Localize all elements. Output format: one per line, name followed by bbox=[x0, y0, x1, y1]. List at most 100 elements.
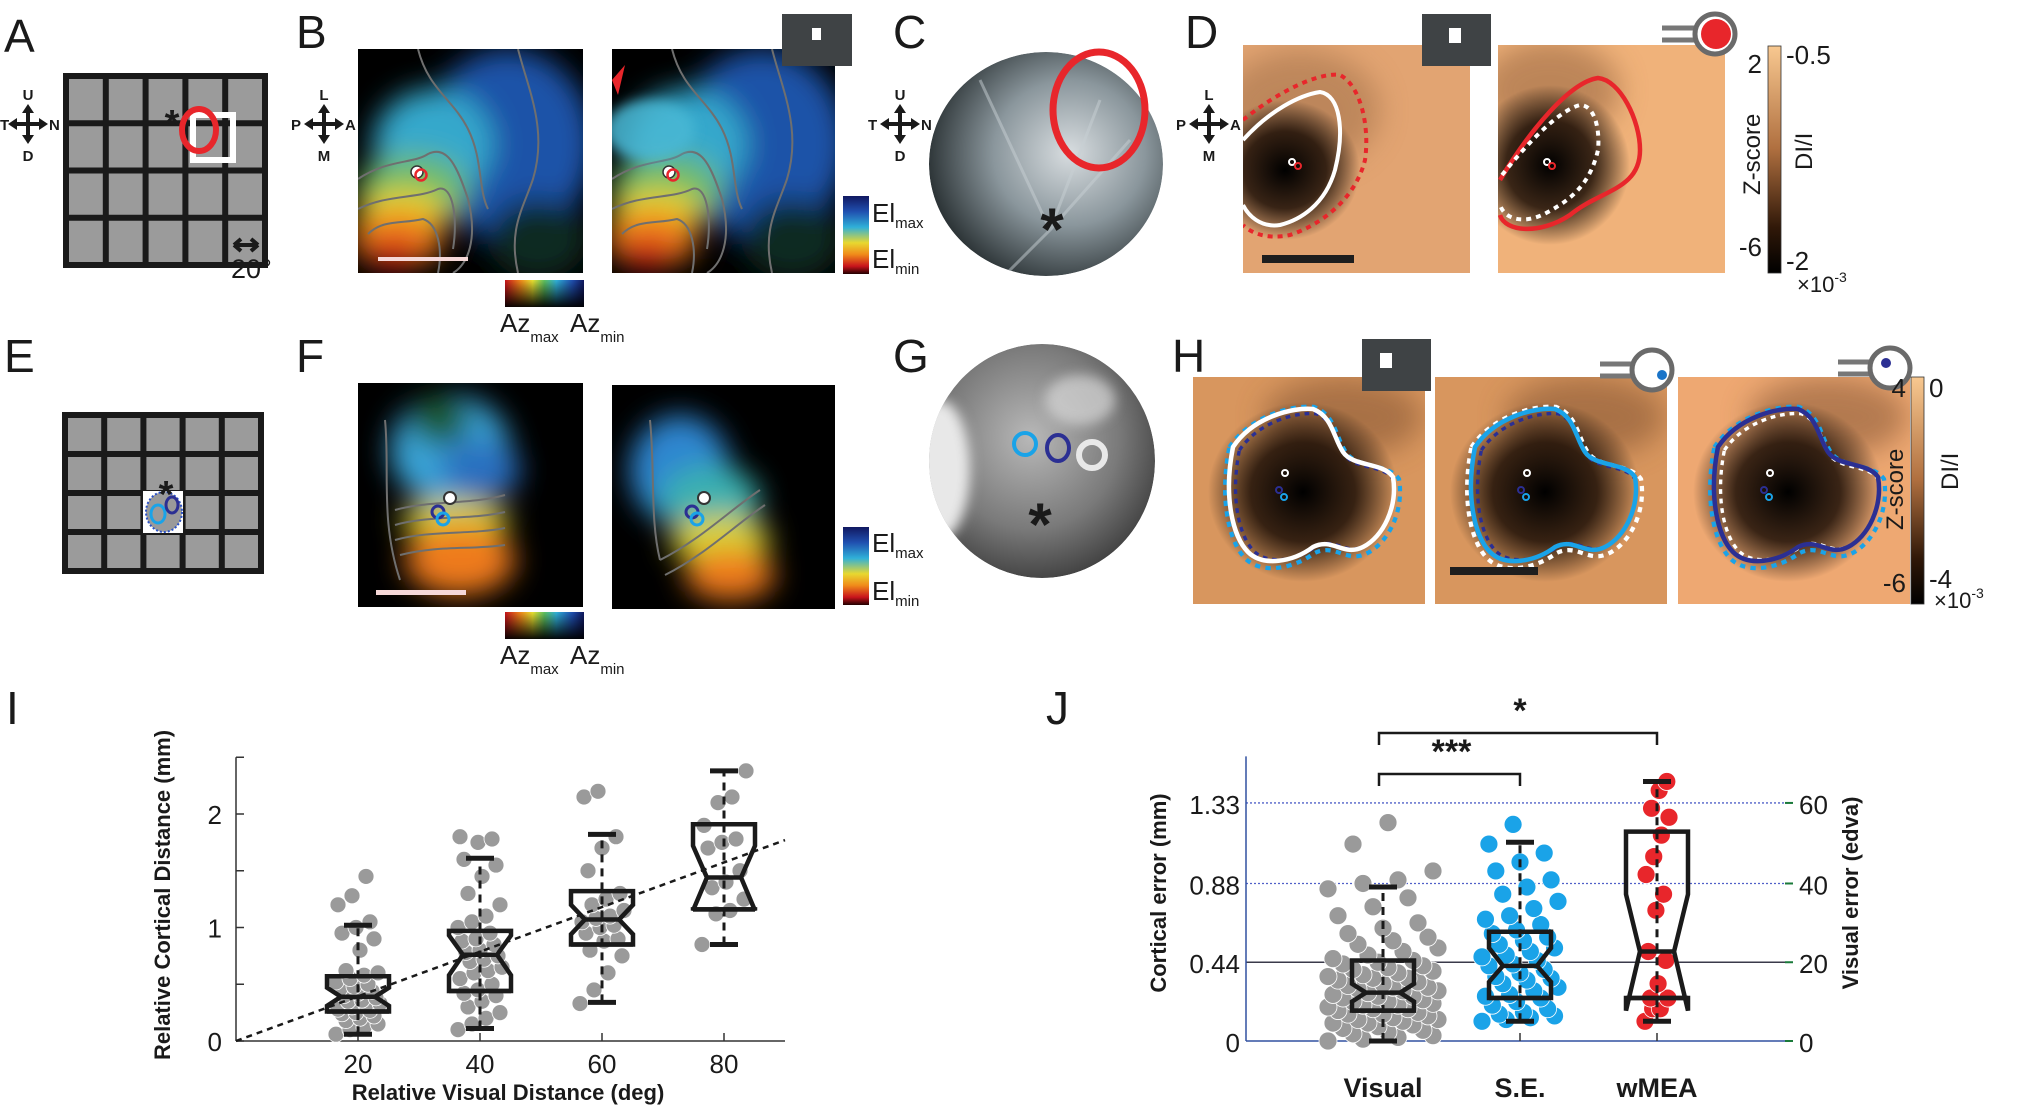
dii-bottom-tick: -4 bbox=[1929, 564, 1952, 594]
electrode-icon[interactable] bbox=[1662, 11, 1738, 57]
stimulus-icon[interactable] bbox=[1422, 14, 1491, 66]
data-point bbox=[459, 885, 477, 902]
grid-cell bbox=[148, 173, 183, 215]
y-tick-label: 0.44 bbox=[1189, 949, 1240, 979]
data-point bbox=[613, 947, 631, 965]
box bbox=[1623, 829, 1691, 1012]
compass-up-label: U bbox=[23, 87, 34, 104]
data-point bbox=[467, 930, 485, 948]
compass-right-label: A bbox=[345, 117, 356, 134]
box-group bbox=[324, 868, 392, 1043]
grid-cell bbox=[68, 418, 102, 451]
asterisk-marker: * bbox=[1028, 491, 1052, 558]
stimulus-icon[interactable] bbox=[1362, 339, 1431, 391]
grid-cell bbox=[146, 457, 180, 490]
grid-cell bbox=[228, 173, 262, 215]
map-dark-spot bbox=[1450, 402, 1640, 582]
grid-cell bbox=[185, 418, 219, 451]
data-point bbox=[1517, 877, 1537, 897]
data-point bbox=[343, 887, 361, 905]
data-point bbox=[579, 862, 597, 880]
z-bottom-tick: -6 bbox=[1883, 568, 1906, 598]
electrode-marker-dark bbox=[1517, 486, 1525, 494]
data-point bbox=[1500, 906, 1520, 926]
grid-cell bbox=[107, 418, 141, 451]
box-group-Visual bbox=[1318, 813, 1448, 1051]
panel-h: H 4 -6 0 -4 ×10-3 Z-score DI/I bbox=[1172, 330, 1984, 613]
activation-map bbox=[1435, 377, 1667, 604]
grid-cell bbox=[148, 126, 183, 168]
contour-solid bbox=[1711, 406, 1882, 564]
data-point bbox=[713, 833, 731, 851]
panel-label-b: B bbox=[296, 6, 327, 58]
svg-text:Elmax: Elmax bbox=[872, 198, 924, 232]
scale-bar bbox=[1450, 567, 1538, 575]
az-min-sub: min bbox=[600, 329, 624, 346]
visual-marker bbox=[1523, 469, 1531, 477]
electrode-icon[interactable] bbox=[1838, 345, 1913, 391]
electrode-icon[interactable] bbox=[1600, 347, 1675, 393]
asterisk-marker: * bbox=[165, 103, 180, 145]
double-arrow-icon bbox=[232, 237, 260, 253]
retinotopic-map-stimulus bbox=[612, 49, 847, 279]
panel-c: C U D T N * bbox=[868, 6, 1163, 276]
data-point bbox=[455, 984, 473, 1002]
electrode-marker bbox=[666, 168, 680, 182]
data-point bbox=[483, 830, 501, 848]
y2-tick-label: 60 bbox=[1799, 790, 1828, 820]
asterisk-marker: * bbox=[159, 474, 174, 516]
z-bottom-tick: -6 bbox=[1739, 232, 1762, 262]
contour-dashed bbox=[1223, 404, 1403, 571]
el-max-sub: max bbox=[895, 545, 924, 562]
data-point bbox=[611, 885, 629, 902]
svg-text:Elmin: Elmin bbox=[872, 576, 919, 610]
contour-visual bbox=[1243, 89, 1342, 228]
data-point bbox=[1503, 815, 1523, 834]
grid-cell bbox=[148, 220, 183, 262]
el-min-label: El bbox=[872, 244, 895, 274]
contour-visual bbox=[1498, 102, 1601, 222]
compass-up-label: L bbox=[1204, 87, 1213, 104]
data-point bbox=[1363, 897, 1383, 917]
compass-icon: L M P A bbox=[291, 87, 356, 165]
data-point bbox=[1656, 951, 1676, 970]
data-point bbox=[1654, 884, 1673, 904]
zscore-label: Z-score bbox=[1882, 449, 1909, 530]
az-max-sub: max bbox=[530, 661, 559, 678]
dii-label: DI/I bbox=[1937, 453, 1964, 490]
data-point bbox=[1343, 834, 1363, 854]
grid-cell bbox=[108, 173, 143, 215]
data-point bbox=[1353, 874, 1373, 893]
electrode-marker-dark bbox=[1275, 486, 1283, 494]
stimulus-icon[interactable] bbox=[782, 14, 852, 66]
visual-marker bbox=[1281, 469, 1289, 477]
category-label: Visual bbox=[1343, 1073, 1422, 1103]
contour-dashed bbox=[1708, 404, 1888, 571]
scale-bar bbox=[376, 590, 466, 595]
zscore-colorbar: 2 -6 -0.5 -2 ×10-3 Z-score DI/I bbox=[1739, 40, 1847, 297]
compass-down-label: D bbox=[23, 148, 34, 165]
dii-bottom-tick: -2 bbox=[1786, 246, 1809, 276]
electrode-marker-light bbox=[1280, 493, 1288, 501]
data-point bbox=[481, 924, 499, 942]
significance-label: * bbox=[1513, 692, 1527, 730]
panel-a: A U D T N * 20° bbox=[0, 10, 272, 284]
panel-label-d: D bbox=[1185, 6, 1218, 58]
data-point bbox=[1328, 906, 1348, 926]
box bbox=[324, 974, 392, 1014]
box bbox=[1486, 929, 1554, 1001]
data-point bbox=[1472, 947, 1492, 967]
data-point bbox=[727, 830, 745, 848]
contour-electrode bbox=[1243, 72, 1369, 239]
contour-dashed bbox=[1718, 411, 1881, 562]
data-point bbox=[1318, 967, 1338, 986]
fundus-image bbox=[929, 344, 1155, 578]
svg-text:×10-3: ×10-3 bbox=[1934, 585, 1984, 613]
elevation-colorbar: Elmax Elmin bbox=[843, 527, 924, 610]
data-point bbox=[1398, 888, 1418, 908]
svg-text:Azmax: Azmax bbox=[500, 308, 559, 346]
compass-right-label: N bbox=[921, 117, 932, 134]
grid-cell bbox=[148, 79, 183, 121]
